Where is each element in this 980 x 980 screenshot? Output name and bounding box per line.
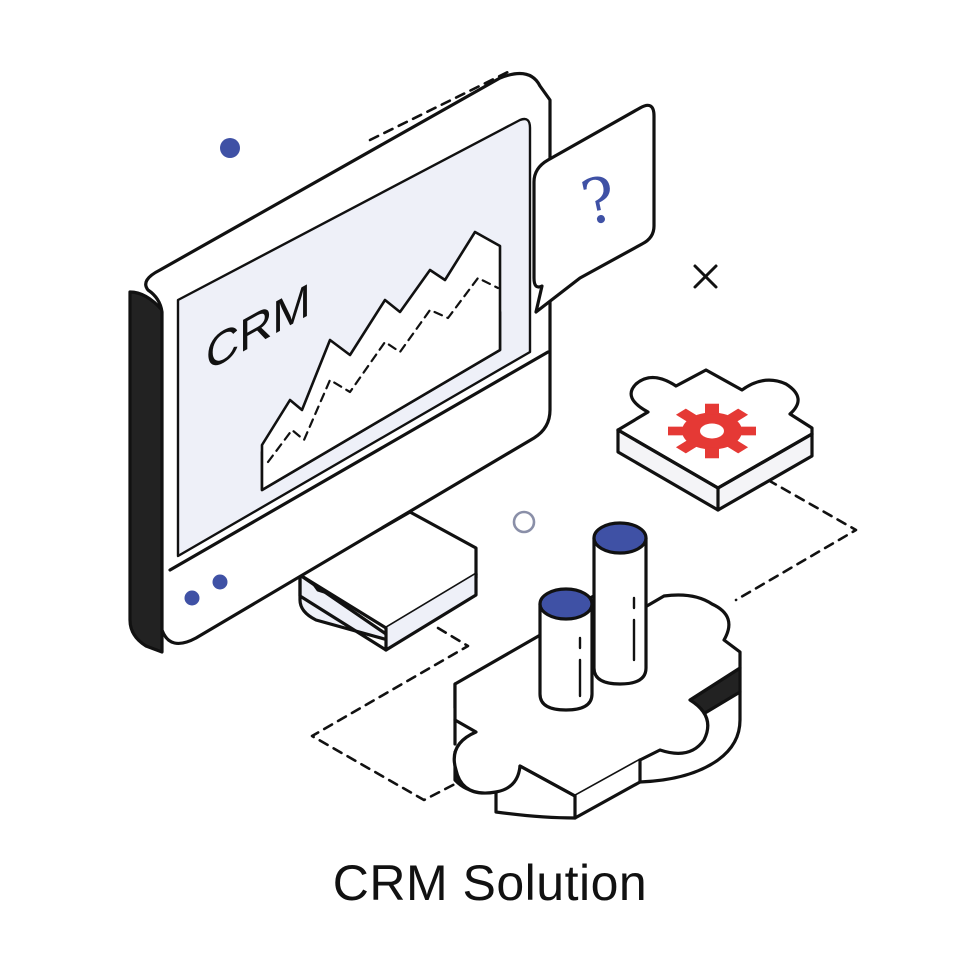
cylinder-bar-chart-icon: [538, 521, 648, 712]
bubble-shape: [532, 103, 656, 314]
monitor-stand-base: [298, 510, 478, 652]
chart-area: [260, 230, 502, 492]
cylinder-tall: [592, 521, 648, 686]
page-caption: CRM Solution: [332, 855, 648, 911]
ring-icon: [512, 510, 536, 534]
puzzle-piece-gear: [616, 368, 814, 512]
line-chart-icon: [260, 230, 502, 492]
blue-dot-icon: [220, 138, 240, 158]
cylinder-short: [538, 587, 594, 712]
close-x-icon: [693, 264, 718, 289]
chart-trend-line: [266, 276, 500, 464]
puzzle-piece-icon: [452, 592, 742, 820]
gear-icon: [668, 403, 756, 459]
monitor-bezel-line: [168, 350, 550, 572]
question-bubble-icon: ?: [532, 103, 656, 314]
computer-monitor-icon: CRM: [128, 71, 552, 654]
bezel-button-1: [184, 590, 200, 606]
dashed-connectors: [310, 68, 858, 802]
monitor-side-dark: [128, 290, 164, 654]
bezel-button-2: [212, 574, 228, 590]
